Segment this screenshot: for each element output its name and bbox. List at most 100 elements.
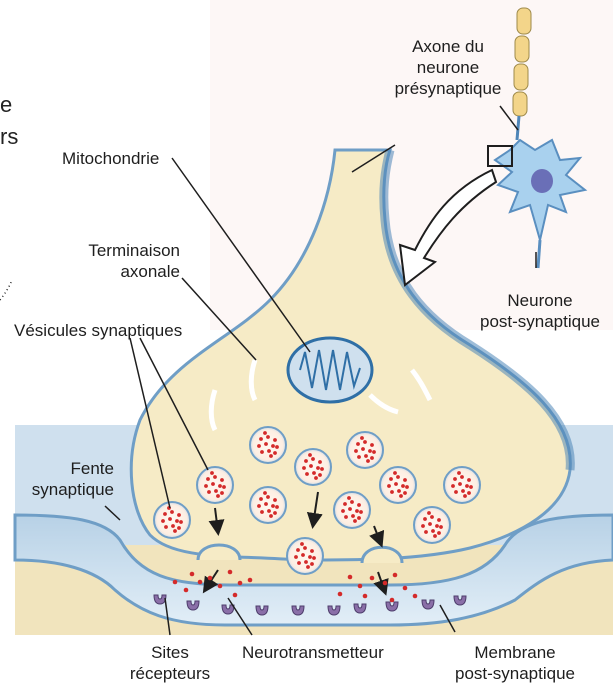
- vesicle-dot: [297, 561, 301, 565]
- vesicle-dot: [457, 471, 461, 475]
- vesicle-dot: [390, 490, 394, 494]
- vesicle-dot: [364, 454, 368, 458]
- vesicle-dot: [396, 475, 400, 479]
- vesicle-dot: [405, 485, 409, 489]
- vesicle-dot: [423, 517, 427, 521]
- vesicle-dot: [389, 477, 393, 481]
- vesicle-dot: [467, 491, 471, 495]
- vesicle-dot: [403, 478, 407, 482]
- vesicle-dot: [257, 504, 261, 508]
- vesicle-dot: [356, 442, 360, 446]
- vesicle-dot: [263, 491, 267, 495]
- vesicle-dot: [164, 525, 168, 529]
- vesicle-dot: [348, 507, 352, 511]
- neurotransmitter-dot: [348, 575, 353, 580]
- vesicle: [197, 467, 233, 503]
- vesicle-dot: [437, 518, 441, 522]
- label-axone-line2: neurone: [386, 57, 510, 78]
- vesicle-dot: [458, 482, 462, 486]
- vesicle-dot: [273, 511, 277, 515]
- vesicle-dot: [309, 464, 313, 468]
- label-fente: Fente synaptique: [20, 458, 114, 500]
- vesicle-dot: [220, 478, 224, 482]
- vesicle-dot: [308, 453, 312, 457]
- neurotransmitter-dot: [218, 584, 223, 589]
- vesicle: [347, 432, 383, 468]
- vesicle: [334, 492, 370, 528]
- vesicle-dot: [211, 482, 215, 486]
- vesicle-dot: [465, 484, 469, 488]
- neurotransmitter-dot: [238, 581, 243, 586]
- neurotransmitter-dot: [173, 580, 178, 585]
- vesicle-dot: [463, 494, 467, 498]
- fusion-pore: [362, 547, 402, 563]
- label-fente-line1: Fente: [20, 458, 114, 479]
- vesicle-dot: [431, 529, 435, 533]
- vesicle-dot: [360, 436, 364, 440]
- vesicle-dot: [210, 471, 214, 475]
- vesicle-dot: [168, 517, 172, 521]
- neurotransmitter-dot: [363, 594, 368, 599]
- vesicle-dot: [260, 510, 264, 514]
- vesicle-dot: [177, 526, 181, 530]
- vesicle-dot: [351, 514, 355, 518]
- label-sites-line1: Sites: [120, 642, 220, 663]
- vesicle-dot: [399, 494, 403, 498]
- vesicle-dot: [264, 502, 268, 506]
- vesicle-dot: [355, 509, 359, 513]
- vesicle-dot: [303, 546, 307, 550]
- label-neurone-post-line1: Neurone: [470, 290, 610, 311]
- vesicle-dot: [266, 495, 270, 499]
- vesicle-dot: [207, 490, 211, 494]
- vesicle: [380, 467, 416, 503]
- vesicle-dot: [304, 459, 308, 463]
- label-membrane-line2: post-synaptique: [440, 663, 590, 684]
- vesicle-dot: [435, 524, 439, 528]
- vesicle-dot: [366, 459, 370, 463]
- vesicle-dot: [454, 490, 458, 494]
- vesicle-dot: [428, 522, 432, 526]
- vesicle-dot: [311, 457, 315, 461]
- vesicle-dot: [318, 460, 322, 464]
- neurotransmitter-dot: [358, 584, 363, 589]
- neurotransmitter-dot: [233, 593, 238, 598]
- vesicle-dot: [357, 516, 361, 520]
- neurotransmitter-dot: [184, 588, 189, 593]
- vesicle-dot: [467, 478, 471, 482]
- vesicle-dot: [312, 556, 316, 560]
- vesicle-dot: [264, 442, 268, 446]
- vesicle-dot: [451, 484, 455, 488]
- vesicle-dot: [318, 473, 322, 477]
- vesicle-dot: [363, 440, 367, 444]
- label-terminaison: Terminaison axonale: [50, 240, 180, 282]
- vesicle-dot: [294, 555, 298, 559]
- vesicle-dot: [275, 445, 279, 449]
- vesicle-dot: [296, 548, 300, 552]
- label-neurone-post-line2: post-synaptique: [470, 311, 610, 332]
- vesicle-dot: [273, 498, 277, 502]
- neurotransmitter-dot: [383, 581, 388, 586]
- vesicle-dot: [173, 529, 177, 533]
- vesicle-dot: [302, 466, 306, 470]
- vesicle-dot: [370, 456, 374, 460]
- vesicle-dot: [222, 485, 226, 489]
- label-sites: Sites récepteurs: [120, 642, 220, 684]
- vesicle-dot: [269, 454, 273, 458]
- label-fente-line2: synaptique: [20, 479, 114, 500]
- vesicle-dot: [312, 471, 316, 475]
- vesicle-dot: [300, 542, 304, 546]
- vesicle-dot: [361, 447, 365, 451]
- vesicle-dot: [179, 520, 183, 524]
- vesicle-dot: [453, 477, 457, 481]
- vesicle-dot: [460, 475, 464, 479]
- vesicle-dot: [354, 449, 358, 453]
- vesicle-dot: [343, 502, 347, 506]
- vesicle-dot: [301, 553, 305, 557]
- vesicle-dot: [341, 509, 345, 513]
- vesicle-dot: [175, 519, 179, 523]
- vesicle-dot: [310, 549, 314, 553]
- vesicle-dot: [439, 525, 443, 529]
- vesicle-dot: [275, 505, 279, 509]
- vesicle-dot: [204, 484, 208, 488]
